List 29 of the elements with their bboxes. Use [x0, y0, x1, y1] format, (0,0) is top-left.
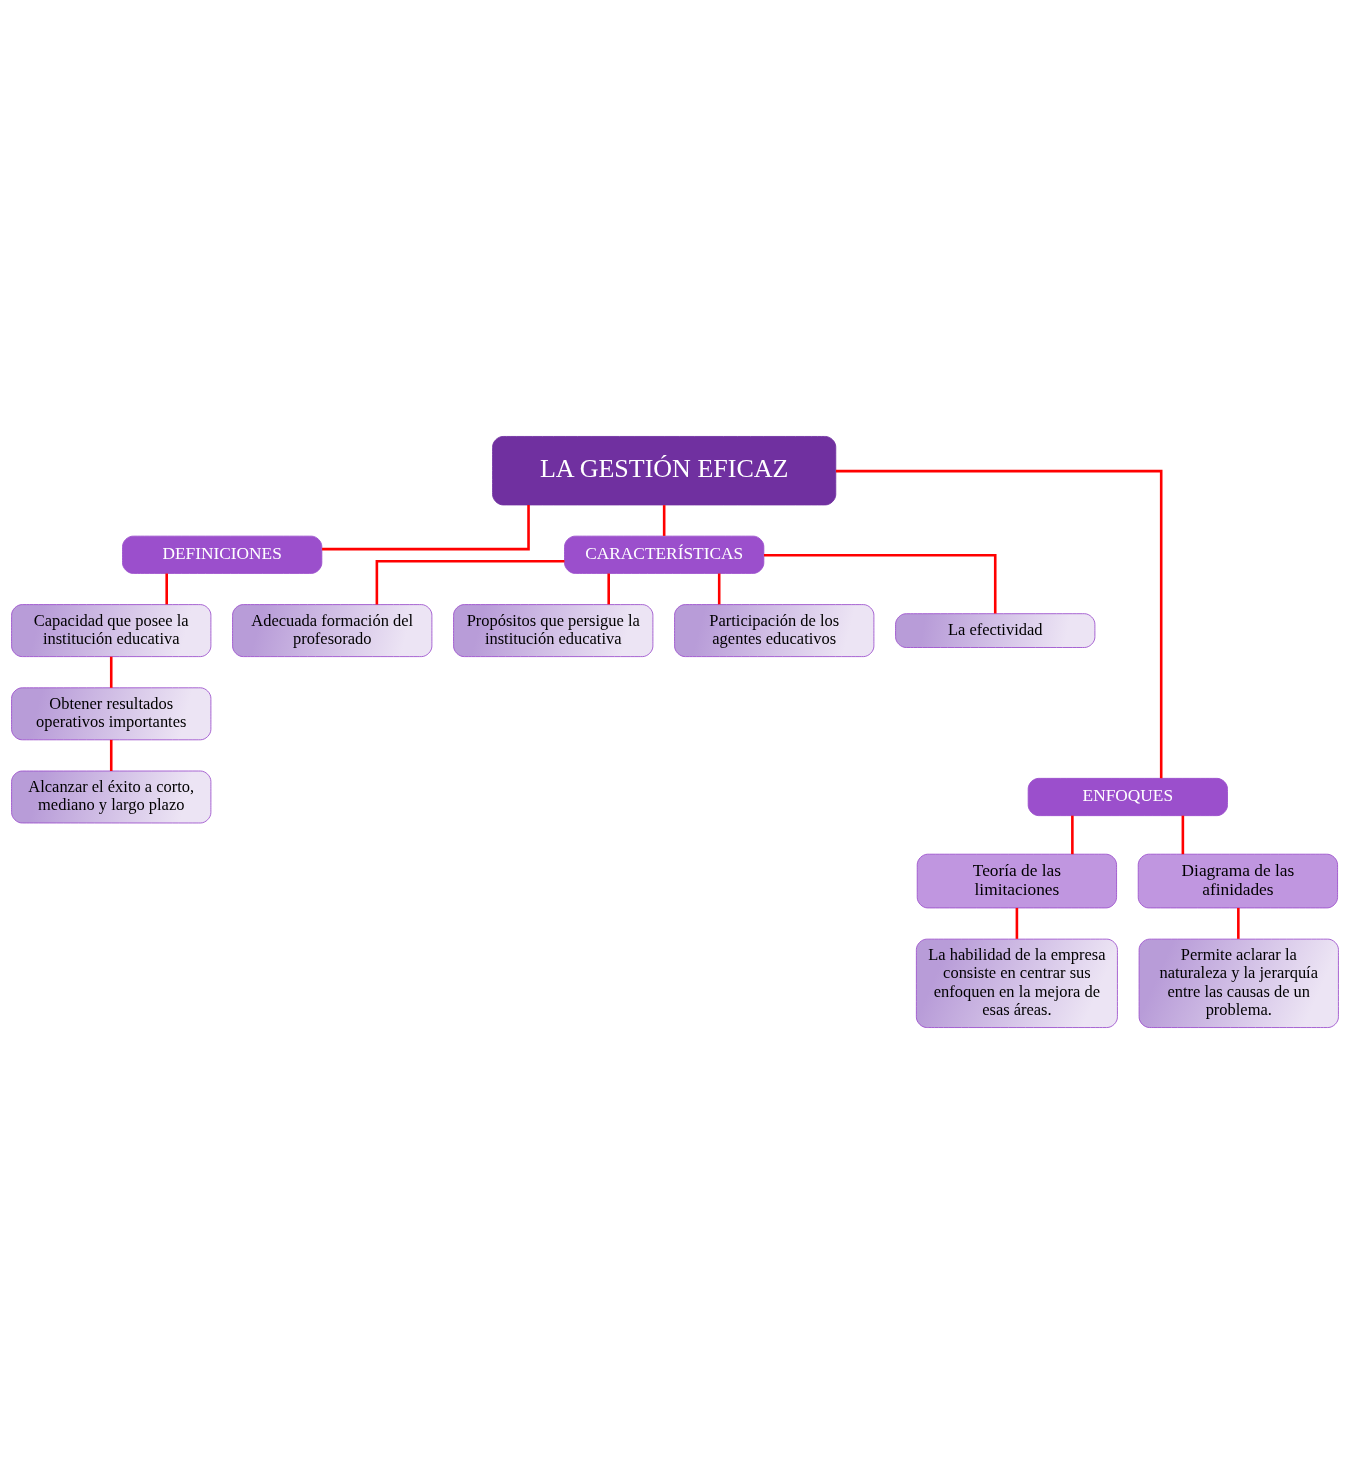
node-box: Adecuada formación del profesorado [232, 603, 433, 657]
connector [1237, 907, 1240, 939]
connector [1071, 815, 1074, 854]
connector [1015, 907, 1019, 939]
connector [109, 739, 113, 771]
connector [717, 573, 721, 604]
connector [165, 573, 168, 604]
node-box: Diagrama de las afinidades [1137, 853, 1338, 908]
node-box: DEFINICIONES [122, 535, 323, 574]
node-box: ENFOQUES [1027, 777, 1228, 816]
node-box: La habilidad de la empresa consiste en centrar sus enfoquen en la mejora de esas áreas. [915, 938, 1118, 1028]
connector [322, 504, 530, 550]
connector [607, 573, 610, 604]
connector [375, 559, 565, 604]
node-box: La efectividad [895, 612, 1096, 648]
node-box: Propósitos que persigue la institución educativa [453, 603, 654, 657]
node-box: Teoría de las limitaciones [916, 853, 1117, 908]
node-box: Obtener resultados operativos importantes [11, 686, 212, 740]
connector [1181, 815, 1185, 854]
connector [763, 553, 997, 613]
node-box: LA GESTIÓN EFICAZ [492, 435, 837, 505]
connector [662, 504, 666, 536]
node-box: Participación de los agentes educativos [674, 603, 875, 657]
connector [835, 469, 1163, 778]
connector [109, 656, 113, 688]
node-box: Permite aclarar la naturaleza y la jerarquía entre las causas de un problema. [1138, 938, 1339, 1028]
node-box: CARACTERÍSTICAS [564, 535, 765, 574]
node-box: Capacidad que posee la institución educativa [11, 603, 212, 657]
node-box: Alcanzar el éxito a corto, mediano y largo plazo [11, 770, 212, 823]
